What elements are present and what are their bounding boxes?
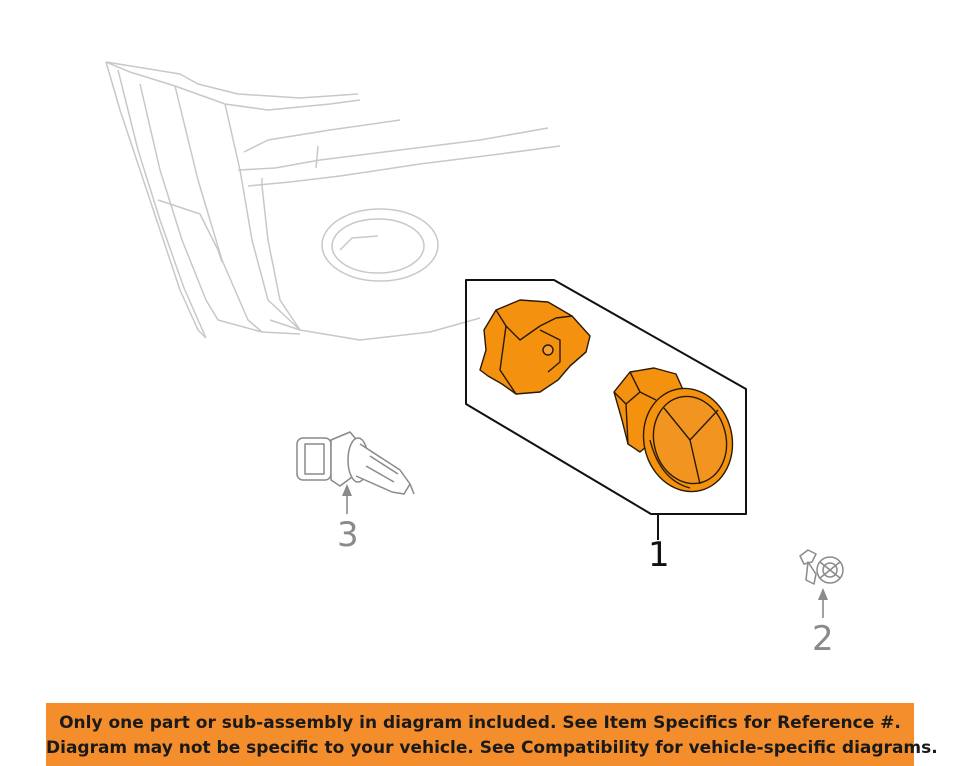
notice-banner: Only one part or sub-assembly in diagram… [46, 703, 938, 766]
notice-line-1: Only one part or sub-assembly in diagram… [59, 713, 901, 733]
socket-cap-part [479, 299, 591, 395]
callout-part-2: 2 [812, 619, 834, 659]
clip-arrow [818, 588, 828, 618]
bulb-part [296, 431, 415, 495]
clip-part [799, 549, 844, 585]
callout-part-1: 1 [648, 535, 670, 575]
lamp-body-part [613, 367, 734, 493]
notice-line-2: Diagram may not be specific to your vehi… [46, 738, 938, 758]
callout-part-3: 3 [337, 515, 359, 555]
bulb-arrow [342, 484, 352, 514]
bumper-outline [105, 61, 561, 341]
part-1-assembly-box [465, 279, 747, 540]
